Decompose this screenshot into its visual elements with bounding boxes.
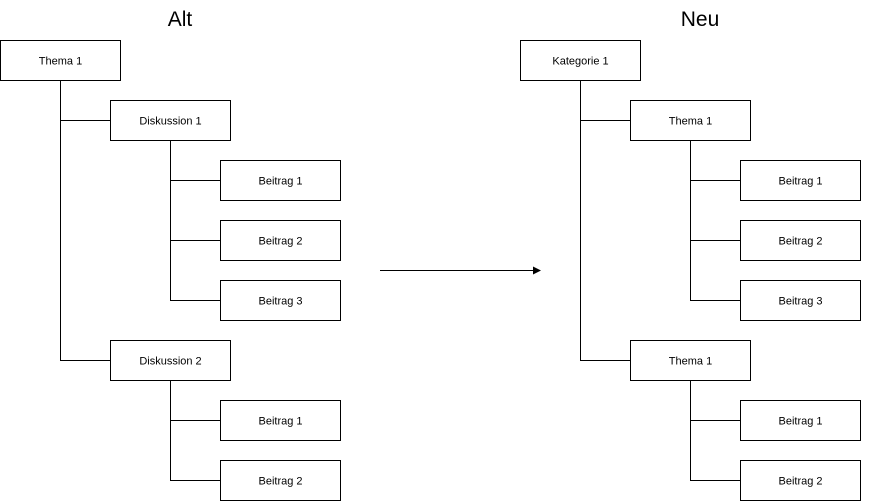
right-root-label: Kategorie 1 [552, 56, 608, 68]
left-post-label: Beitrag 3 [258, 296, 302, 308]
left-post-label: Beitrag 1 [258, 176, 302, 188]
right-topic-node: Thema 1 [630, 340, 751, 381]
left-post-label: Beitrag 1 [258, 416, 302, 428]
right-root-node: Kategorie 1 [520, 40, 641, 81]
right-post-node: Beitrag 2 [740, 220, 861, 261]
right-post-label: Beitrag 2 [778, 476, 822, 488]
left-discussion-label: Diskussion 1 [139, 116, 201, 128]
right-post-node: Beitrag 1 [740, 160, 861, 201]
left-tree-connectors [60, 80, 220, 481]
right-tree: Kategorie 1 Thema 1 Beitrag 1 Beitrag 2 … [520, 40, 861, 501]
left-post-node: Beitrag 1 [220, 160, 341, 201]
left-post-node: Beitrag 3 [220, 280, 341, 321]
left-root-node: Thema 1 [0, 40, 121, 81]
right-post-node: Beitrag 1 [740, 400, 861, 441]
right-tree-connectors [580, 80, 740, 481]
right-post-label: Beitrag 2 [778, 236, 822, 248]
left-post-node: Beitrag 2 [220, 220, 341, 261]
right-topic-label: Thema 1 [669, 356, 712, 368]
left-discussion-node: Diskussion 1 [110, 100, 231, 141]
right-title: Neu [681, 8, 720, 31]
left-root-label: Thema 1 [39, 56, 82, 68]
left-title: Alt [168, 8, 193, 31]
left-post-node: Beitrag 1 [220, 400, 341, 441]
right-post-node: Beitrag 3 [740, 280, 861, 321]
left-tree: Thema 1 Diskussion 1 Beitrag 1 Beitrag 2… [0, 40, 341, 501]
right-post-label: Beitrag 1 [778, 176, 822, 188]
right-post-node: Beitrag 2 [740, 460, 861, 501]
left-discussion-label: Diskussion 2 [139, 356, 201, 368]
right-topic-node: Thema 1 [630, 100, 751, 141]
left-post-label: Beitrag 2 [258, 236, 302, 248]
right-post-label: Beitrag 3 [778, 296, 822, 308]
right-topic-label: Thema 1 [669, 116, 712, 128]
left-post-node: Beitrag 2 [220, 460, 341, 501]
right-post-label: Beitrag 1 [778, 416, 822, 428]
left-post-label: Beitrag 2 [258, 476, 302, 488]
left-discussion-node: Diskussion 2 [110, 340, 231, 381]
